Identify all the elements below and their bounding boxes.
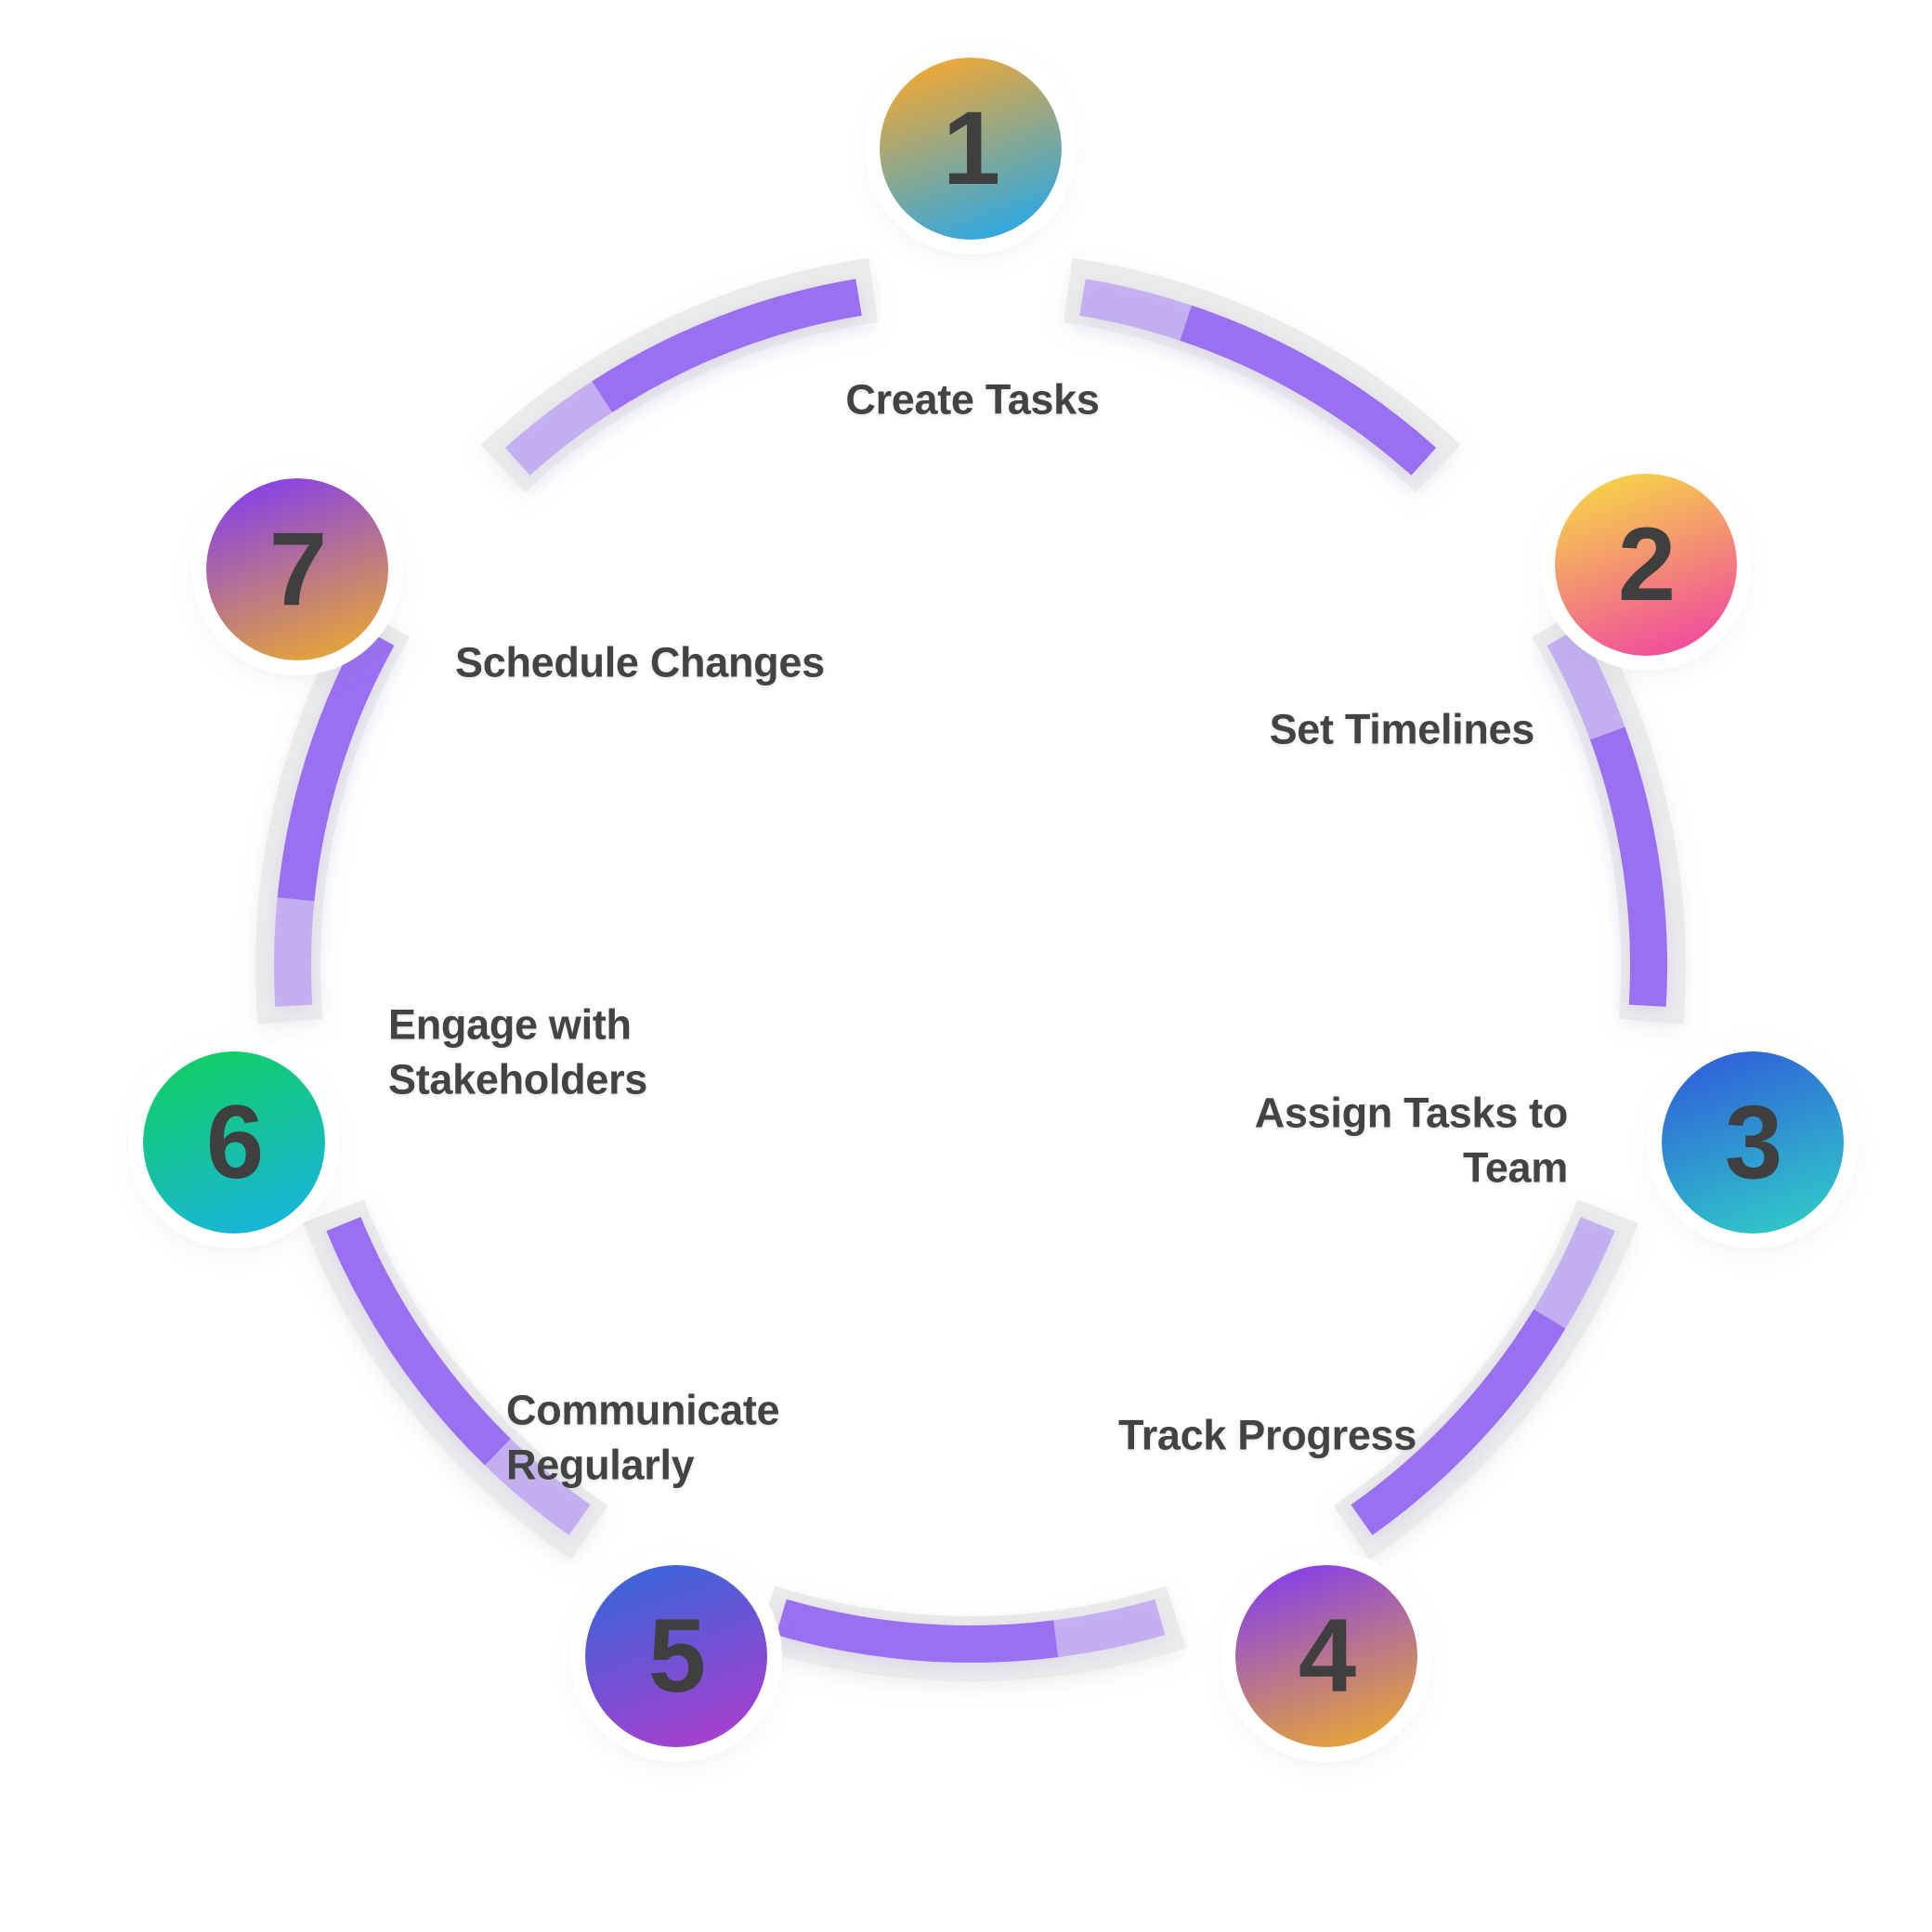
ring-arc-fade: [1053, 1599, 1166, 1658]
ring-arc-fade: [1534, 1216, 1615, 1329]
ring-arc-segment: [1589, 726, 1667, 1007]
ring-arc-segment: [326, 1217, 511, 1466]
step-node-4[interactable]: 4: [1235, 1565, 1417, 1747]
ring-arc-fade: [1547, 627, 1625, 740]
step-label-6: Engage with Stakeholders: [388, 1000, 648, 1103]
step-node-6[interactable]: 6: [143, 1051, 325, 1234]
step-node-ring-1: [880, 58, 1062, 240]
ring-progress-arcs: [274, 279, 1667, 1663]
ring-arc-segment: [592, 279, 862, 413]
step-node-ring-5: [585, 1565, 767, 1747]
step-node-2[interactable]: 2: [1555, 474, 1737, 656]
step-node-ring-7: [206, 478, 388, 660]
step-label-3: Assign Tasks to Team: [1254, 1089, 1569, 1192]
step-number-7: 7: [268, 511, 327, 627]
step-number-4: 4: [1298, 1598, 1356, 1714]
step-node-5[interactable]: 5: [585, 1565, 767, 1747]
step-node-1[interactable]: 1: [880, 58, 1062, 240]
step-number-6: 6: [205, 1084, 264, 1200]
step-label-7: Schedule Changes: [455, 638, 825, 686]
ring-arc-segment: [776, 1599, 1059, 1663]
step-number-5: 5: [647, 1598, 706, 1714]
ring-arc-fade: [504, 381, 613, 476]
step-node-3[interactable]: 3: [1662, 1051, 1844, 1234]
step-number-1: 1: [942, 90, 1000, 206]
step-label-4: Track Progress: [1118, 1411, 1416, 1459]
ring-arc-fade: [484, 1438, 591, 1535]
step-node-7[interactable]: 7: [206, 478, 388, 660]
ring-arc-segment: [1180, 305, 1437, 476]
step-node-ring-6: [143, 1051, 325, 1234]
step-label-5: Communicate Regularly: [506, 1386, 780, 1489]
ring-arc-fade: [274, 897, 315, 1007]
step-number-3: 3: [1724, 1084, 1782, 1200]
step-label-2: Set Timelines: [1269, 705, 1535, 753]
step-label-1: Create Tasks: [845, 375, 1100, 424]
step-number-2: 2: [1617, 506, 1676, 622]
ring-arc-segment: [277, 627, 395, 902]
ring-arc-fade: [1079, 279, 1192, 341]
ring-arc-segment: [1351, 1309, 1566, 1535]
step-node-ring-3: [1662, 1051, 1844, 1234]
step-node-ring-4: [1235, 1565, 1417, 1747]
step-node-ring-2: [1555, 474, 1737, 656]
